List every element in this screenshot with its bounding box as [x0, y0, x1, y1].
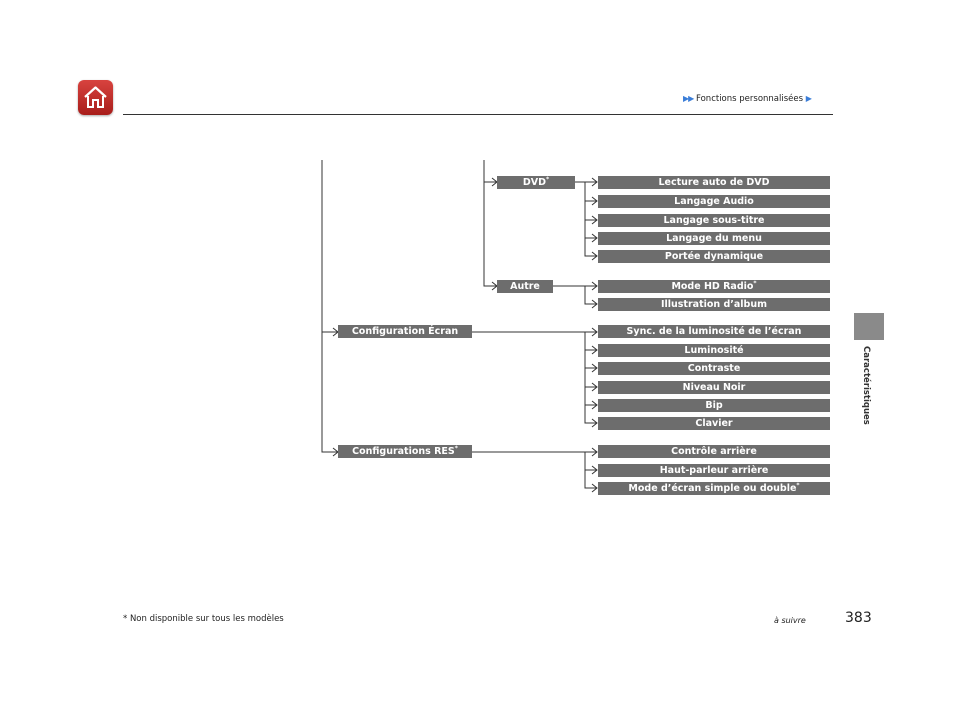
menu-item-label: Mode HD Radio	[671, 281, 754, 292]
home-icon	[84, 86, 107, 108]
menu-item-label: Bip	[705, 400, 723, 411]
menu-item[interactable]: Lecture auto de DVD	[598, 176, 830, 189]
menu-item[interactable]: Portée dynamique	[598, 250, 830, 263]
configurations-res-label: Configurations RES	[352, 446, 455, 457]
menu-item-label: Lecture auto de DVD	[658, 177, 770, 188]
side-tab-label: Caractéristiques	[861, 346, 871, 425]
side-tab[interactable]	[854, 313, 884, 340]
breadcrumb[interactable]: ▶▶ Fonctions personnalisées ▶	[683, 94, 812, 104]
dvd-mark: *	[545, 176, 550, 183]
menu-item-label: Langage du menu	[666, 233, 762, 244]
menu-item-mark: *	[753, 280, 757, 287]
menu-item-label: Langage sous-titre	[663, 215, 765, 226]
menu-item[interactable]: Mode HD Radio*	[598, 280, 830, 293]
menu-item-label: Contrôle arrière	[671, 446, 757, 457]
autre-node[interactable]: Autre	[497, 280, 553, 293]
menu-item[interactable]: Clavier	[598, 417, 830, 430]
breadcrumb-label[interactable]: Fonctions personnalisées	[696, 94, 804, 104]
menu-item[interactable]: Mode d’écran simple ou double*	[598, 482, 830, 495]
breadcrumb-arrows: ▶▶	[683, 94, 694, 103]
menu-item-label: Clavier	[695, 418, 733, 429]
configuration-ecran-node[interactable]: Configuration Écran	[338, 325, 472, 338]
menu-item[interactable]: Contrôle arrière	[598, 445, 830, 458]
menu-item-label: Contraste	[687, 363, 741, 374]
menu-item[interactable]: Haut-parleur arrière	[598, 464, 830, 477]
header-rule	[123, 114, 833, 115]
home-button[interactable]	[78, 80, 113, 115]
menu-item-label: Haut-parleur arrière	[659, 465, 769, 476]
footnote: * Non disponible sur tous les modèles	[123, 614, 284, 624]
menu-item-label: Mode d’écran simple ou double	[628, 483, 797, 494]
dvd-label: DVD	[522, 177, 546, 188]
autre-label: Autre	[510, 281, 540, 292]
menu-item-mark: *	[796, 482, 800, 489]
menu-item-label: Illustration d’album	[660, 299, 768, 310]
menu-item-label: Luminosité	[684, 345, 744, 356]
menu-item-label: Sync. de la luminosité de l’écran	[626, 326, 802, 337]
menu-item[interactable]: Illustration d’album	[598, 298, 830, 311]
configurations-res-mark: *	[454, 445, 458, 452]
breadcrumb-arrow-end: ▶	[805, 94, 812, 103]
menu-item[interactable]: Langage du menu	[598, 232, 830, 245]
dvd-node[interactable]: DVD*	[497, 176, 575, 189]
menu-item[interactable]: Langage sous-titre	[598, 214, 830, 227]
menu-item-label: Niveau Noir	[682, 382, 746, 393]
continue-label[interactable]: à suivre	[774, 616, 806, 625]
menu-item[interactable]: Sync. de la luminosité de l’écran	[598, 325, 830, 338]
menu-item[interactable]: Bip	[598, 399, 830, 412]
page-number: 383	[845, 610, 872, 626]
menu-item[interactable]: Luminosité	[598, 344, 830, 357]
configurations-res-node[interactable]: Configurations RES*	[338, 445, 472, 458]
menu-item-label: Portée dynamique	[664, 251, 764, 262]
menu-item[interactable]: Langage Audio	[598, 195, 830, 208]
menu-item-label: Langage Audio	[674, 196, 754, 207]
menu-item[interactable]: Contraste	[598, 362, 830, 375]
menu-item[interactable]: Niveau Noir	[598, 381, 830, 394]
configuration-ecran-label: Configuration Écran	[351, 326, 459, 337]
